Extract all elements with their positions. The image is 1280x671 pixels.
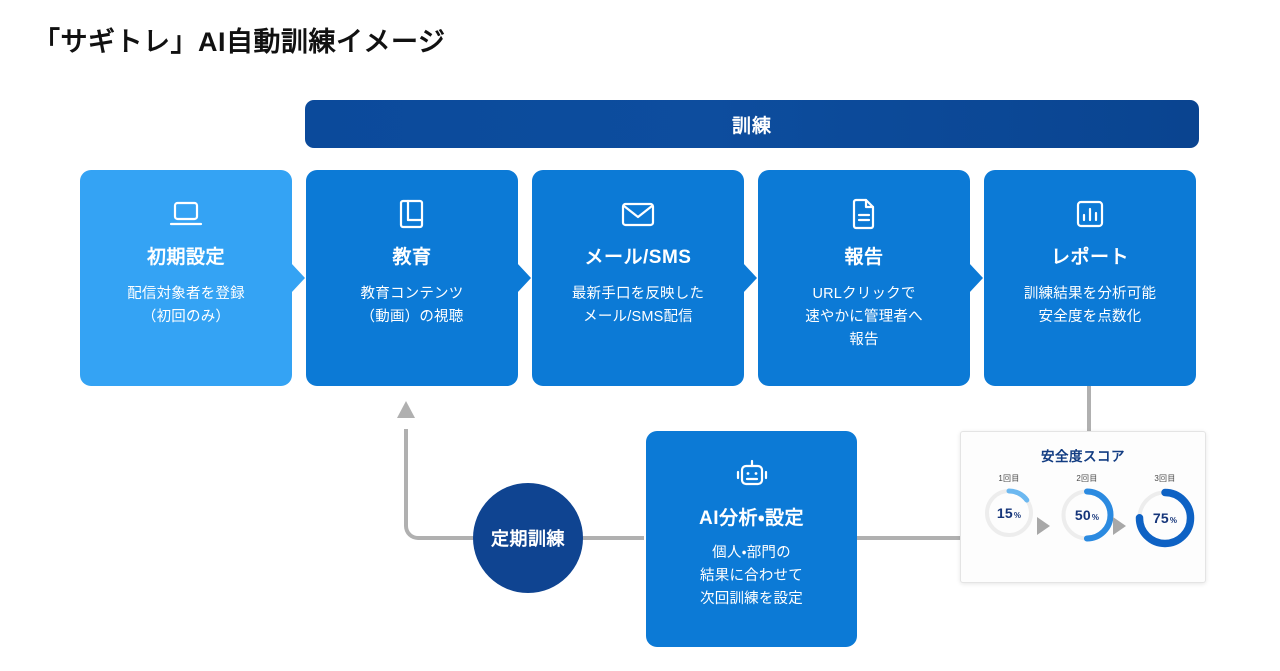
donut-value: 50% <box>1059 507 1115 523</box>
donut-arc <box>1060 488 1114 542</box>
chevron-right-icon <box>517 263 531 293</box>
donut-value: 75% <box>1134 510 1196 526</box>
step-card-row: 初期設定 配信対象者を登録 （初回のみ） 教育 教育コンテンツ （動画）の視聴 … <box>80 170 1200 386</box>
document-icon <box>758 194 970 234</box>
donut-unit: % <box>1169 516 1178 525</box>
step-card-mail-sms[interactable]: メール/SMS 最新手口を反映した メール/SMS配信 <box>532 170 757 386</box>
step-title: メール/SMS <box>584 247 692 268</box>
step-description: 教育コンテンツ （動画）の視聴 <box>360 286 464 325</box>
book-icon <box>306 194 518 234</box>
score-item: 1回目 15% <box>971 473 1047 539</box>
donut-arc <box>1135 488 1195 548</box>
training-banner-label: 訓練 <box>731 115 772 137</box>
play-triangle-icon <box>1113 517 1126 535</box>
connector-corner <box>404 518 424 540</box>
chevron-right-icon <box>969 263 983 293</box>
donut-unit: % <box>1013 511 1022 520</box>
ai-analysis-card[interactable]: AI分析・設定 個人・部門の 結果に合わせて 次回訓練を設定 <box>646 431 857 647</box>
score-item: 2回目 50% <box>1049 473 1125 543</box>
step-card-report[interactable]: レポート 訓練結果を分析可能 安全度を点数化 <box>984 170 1196 386</box>
training-banner: 訓練 <box>305 100 1199 148</box>
donut-chart: 15% <box>983 487 1035 539</box>
connector-ai-to-cycle <box>578 536 644 540</box>
robot-icon <box>646 455 857 495</box>
connector-segment-vertical <box>404 429 408 521</box>
cycle-badge-label: 定期訓練 <box>491 529 565 549</box>
mail-icon <box>532 194 744 234</box>
connector-report-to-score <box>1087 386 1091 431</box>
step-title: レポート <box>1050 247 1129 268</box>
donut-unit: % <box>1091 513 1100 522</box>
safety-score-panel: 安全度スコア 1回目 15% 2回目 <box>960 431 1206 583</box>
page-title: 「サギトレ」AI自動訓練イメージ <box>33 27 446 57</box>
connector-cycle-to-education <box>397 401 486 540</box>
safety-score-row: 1回目 15% 2回目 50% <box>961 473 1205 569</box>
donut-chart: 75% <box>1134 487 1196 549</box>
connector-score-to-ai <box>856 536 960 540</box>
safety-score-title: 安全度スコア <box>1041 449 1125 464</box>
ai-card-title: AI分析・設定 <box>699 508 804 529</box>
donut-number: 15 <box>996 505 1013 521</box>
donut-number: 50 <box>1074 507 1091 523</box>
arrow-up-icon <box>397 401 415 418</box>
ai-card-description: 個人・部門の 結果に合わせて 次回訓練を設定 <box>700 545 803 607</box>
play-triangle-icon <box>1037 517 1050 535</box>
score-label: 2回目 <box>1076 474 1098 483</box>
chevron-right-icon <box>743 263 757 293</box>
step-description: 配信対象者を登録 （初回のみ） <box>127 286 245 325</box>
donut-number: 75 <box>1152 510 1169 526</box>
step-card-initial-setup[interactable]: 初期設定 配信対象者を登録 （初回のみ） <box>80 170 305 386</box>
connector-segment-horizontal <box>422 536 486 540</box>
score-label: 1回目 <box>998 474 1020 483</box>
step-title: 報告 <box>844 247 884 268</box>
step-title: 初期設定 <box>146 247 225 268</box>
score-item: 3回目 75% <box>1125 473 1205 549</box>
laptop-icon <box>80 194 292 234</box>
step-description: 最新手口を反映した メール/SMS配信 <box>571 286 705 325</box>
step-card-education[interactable]: 教育 教育コンテンツ （動画）の視聴 <box>306 170 531 386</box>
step-description: URLクリックで 速やかに管理者へ 報告 <box>805 286 923 348</box>
score-label: 3回目 <box>1154 474 1176 483</box>
donut-chart: 50% <box>1059 487 1115 543</box>
chevron-right-icon <box>291 263 305 293</box>
donut-arc <box>984 488 1034 538</box>
donut-value: 15% <box>983 505 1035 521</box>
step-description: 訓練結果を分析可能 安全度を点数化 <box>1023 286 1157 325</box>
step-title: 教育 <box>392 247 432 268</box>
step-card-report-alert[interactable]: 報告 URLクリックで 速やかに管理者へ 報告 <box>758 170 983 386</box>
cycle-badge-periodic-training[interactable]: 定期訓練 <box>473 483 583 593</box>
bar-chart-icon <box>984 194 1196 234</box>
